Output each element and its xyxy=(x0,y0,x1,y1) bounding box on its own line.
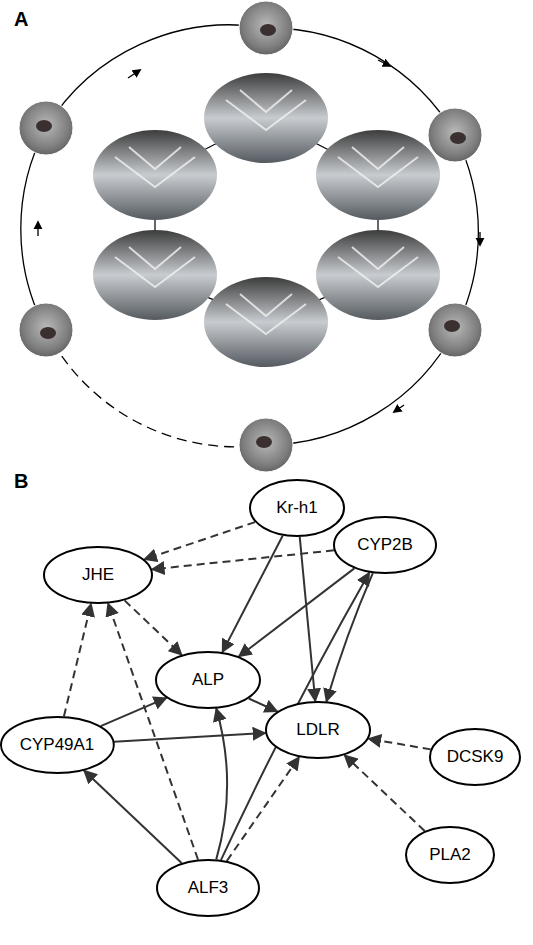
solid-arrow xyxy=(216,709,227,860)
solid-arrow xyxy=(221,573,369,860)
gene-ellipse: JHE xyxy=(43,546,153,604)
cycle-arrow xyxy=(128,70,140,78)
panel-label: A xyxy=(14,8,28,31)
gene-name: PLA2 xyxy=(429,845,471,865)
gene-name: CYP49A1 xyxy=(20,735,95,755)
dashed-arrow xyxy=(125,600,182,654)
dashed-arrow xyxy=(227,757,299,861)
solid-arrow xyxy=(249,699,277,712)
solid-arrow xyxy=(114,733,265,742)
dashed-arrow xyxy=(108,604,198,860)
gene-ellipse: PLA2 xyxy=(405,826,495,884)
crab-photo xyxy=(19,1,482,472)
cycle-arc xyxy=(455,135,478,330)
gene-name: ALF3 xyxy=(188,878,229,898)
gene-ellipse: Kr-h1 xyxy=(249,479,345,537)
panel-label: B xyxy=(14,470,28,493)
solid-arrow xyxy=(300,537,316,701)
arena-photo xyxy=(93,73,440,367)
cycle-arrow xyxy=(37,222,38,236)
gene-name: LDLR xyxy=(296,720,339,740)
gene-name: DCSK9 xyxy=(447,747,504,767)
gene-name: JHE xyxy=(82,565,114,585)
dashed-arrow xyxy=(144,522,255,559)
gene-ellipse: CYP49A1 xyxy=(0,716,114,774)
dashed-arrow xyxy=(152,550,334,569)
gene-ellipse: ALF3 xyxy=(156,859,260,917)
gene-ellipse: LDLR xyxy=(265,701,371,759)
solid-arrow xyxy=(326,573,372,701)
solid-arrow xyxy=(239,568,354,656)
gene-name: ALP xyxy=(192,670,224,690)
crab-silhouette xyxy=(36,24,466,448)
cycle-arrow xyxy=(479,232,480,245)
solid-arrow xyxy=(222,536,282,652)
gene-ellipse: CYP2B xyxy=(333,516,437,574)
cycle-arrow xyxy=(394,405,404,412)
dashed-arrow xyxy=(64,604,91,716)
gene-ellipse: DCSK9 xyxy=(429,728,521,786)
dashed-arrow xyxy=(369,739,431,750)
gene-name: CYP2B xyxy=(357,535,413,555)
solid-arrow xyxy=(84,771,182,863)
gene-name: Kr-h1 xyxy=(276,498,318,518)
cycle-arrow xyxy=(378,60,390,66)
solid-arrow xyxy=(101,698,167,726)
cycle-arc xyxy=(21,128,46,330)
gene-ellipse: ALP xyxy=(155,651,261,709)
dashed-arrow xyxy=(345,755,425,831)
